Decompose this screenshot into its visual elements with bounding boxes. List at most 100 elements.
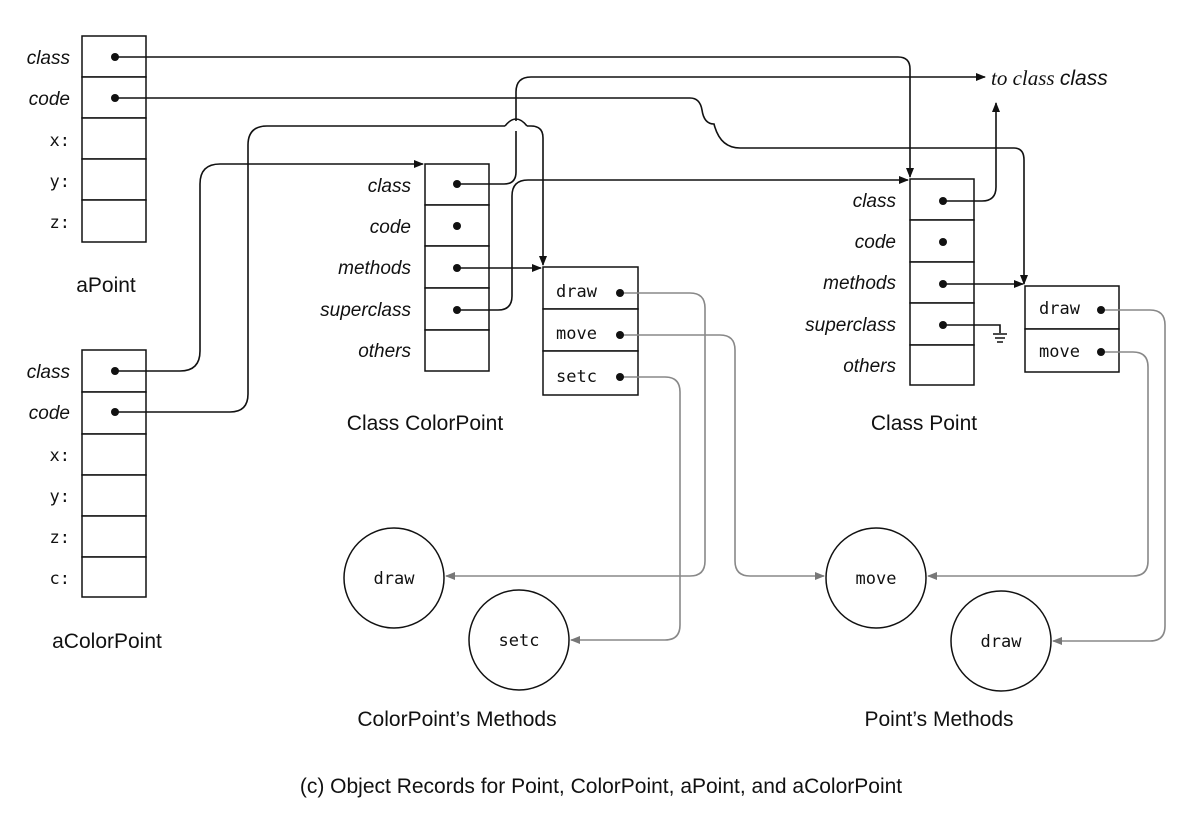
point-methods-dot [939, 280, 947, 288]
colorpoint-superclass-dot [453, 306, 461, 314]
colorpoint-setc-method-node [468, 589, 570, 691]
pointer-dots [111, 53, 1105, 416]
colorpoint-code-label: code [370, 217, 411, 238]
acolorpoint-record: class code x: y: z: c: aColorPoint [27, 349, 162, 653]
colorpoint-draw-dot [616, 289, 624, 297]
apoint-code-label: code [29, 89, 70, 110]
nil-ground-icon [993, 333, 1007, 343]
apoint-code-pointer [115, 97, 1028, 285]
acolorpoint-code-label: code [29, 403, 70, 424]
class-point-record: class code methods superclass others Cla… [805, 178, 977, 435]
apoint-code-dot [111, 94, 119, 102]
crossing-hops [504, 118, 528, 131]
point-method-table: draw move [1024, 285, 1120, 373]
apoint-z-cell [81, 199, 147, 243]
class-colorpoint-record: class code methods superclass others Cla… [320, 163, 504, 435]
colorpoint-superclass-cell [424, 287, 490, 331]
colorpoint-others-cell [424, 329, 490, 372]
colorpoint-draw-method-label: draw [374, 569, 416, 589]
colorpoint-move-dot [616, 331, 624, 339]
point-draw-label: draw [1039, 299, 1081, 319]
colorpoint-setc-dot [616, 373, 624, 381]
colorpoint-setc-method-label: setc [499, 631, 540, 651]
class-colorpoint-title: Class ColorPoint [347, 412, 504, 435]
to-class-class-suffix: class [1060, 67, 1108, 90]
colorpoint-methods-label: methods [338, 258, 411, 279]
apoint-z-label: z: [50, 213, 70, 233]
point-superclass-label: superclass [805, 315, 896, 336]
point-code-dot [939, 238, 947, 246]
point-superclass-nil-wire [943, 324, 1001, 333]
acolorpoint-c-label: c: [50, 569, 70, 589]
point-code-label: code [855, 232, 896, 253]
colorpoint-code-dot [453, 222, 461, 230]
apoint-x-cell [81, 117, 147, 160]
colorpoint-move-label: move [556, 324, 597, 344]
colorpoint-class-label: class [368, 176, 412, 197]
colorpoint-draw-method-node [343, 527, 445, 629]
point-draw-method-label: draw [981, 632, 1023, 652]
colorpoint-superclass-label: superclass [320, 300, 411, 321]
point-move-method-node [825, 527, 927, 629]
pointer-wires [115, 56, 1028, 413]
point-methods-label: methods [823, 273, 896, 294]
hop-mask-a [505, 121, 527, 131]
point-draw-method-node [950, 590, 1052, 692]
colorpoint-others-label: others [358, 341, 411, 362]
colorpoint-method-table: draw move setc [542, 266, 639, 396]
acolorpoint-z-label: z: [50, 528, 70, 548]
point-superclass-dot [939, 321, 947, 329]
colorpoint-draw-label: draw [556, 282, 598, 302]
acolorpoint-code-pointer [115, 125, 547, 413]
to-class-class-label: to class class [991, 66, 1108, 90]
colorpoint-class-pointer [457, 73, 986, 185]
point-move-label: move [1039, 342, 1080, 362]
point-methods-title: Point’s Methods [864, 708, 1013, 731]
point-others-label: others [843, 356, 896, 377]
apoint-class-pointer [115, 56, 914, 178]
point-methods-group: move draw Point’s Methods [825, 527, 1052, 731]
colorpoint-methods-group: draw setc ColorPoint’s Methods [343, 527, 570, 731]
figure-caption: (c) Object Records for Point, ColorPoint… [300, 775, 902, 798]
point-move-dot [1097, 348, 1105, 356]
point-class-pointer [943, 102, 1000, 202]
acolorpoint-class-pointer [115, 160, 424, 372]
point-others-cell [909, 344, 975, 386]
acolorpoint-z-cell [81, 515, 147, 558]
apoint-title: aPoint [76, 274, 136, 297]
apoint-x-label: x: [50, 131, 70, 151]
colorpoint-setc-label: setc [556, 367, 597, 387]
acolorpoint-c-cell [81, 556, 147, 598]
apoint-record: class code x: y: z: aPoint [27, 35, 147, 297]
colorpoint-class-dot [453, 180, 461, 188]
colorpoint-superclass-pointer [457, 176, 909, 311]
point-class-label: class [853, 191, 897, 212]
hop-a [504, 118, 528, 127]
class-point-title: Class Point [871, 412, 977, 435]
apoint-y-label: y: [50, 172, 70, 192]
acolorpoint-code-dot [111, 408, 119, 416]
colorpoint-move-wire [620, 334, 825, 580]
colorpoint-move-entry [542, 308, 639, 352]
apoint-class-dot [111, 53, 119, 61]
apoint-class-label: class [27, 48, 71, 69]
point-class-dot [939, 197, 947, 205]
colorpoint-methods-dot [453, 264, 461, 272]
acolorpoint-class-dot [111, 367, 119, 375]
colorpoint-draw-wire [445, 292, 706, 580]
acolorpoint-x-label: x: [50, 446, 70, 466]
apoint-y-cell [81, 158, 147, 201]
acolorpoint-title: aColorPoint [52, 630, 162, 653]
acolorpoint-x-cell [81, 433, 147, 476]
acolorpoint-y-label: y: [50, 487, 70, 507]
acolorpoint-y-cell [81, 474, 147, 517]
colorpoint-setc-wire [570, 376, 681, 644]
colorpoint-methods-title: ColorPoint’s Methods [357, 708, 556, 731]
point-draw-wire [1052, 309, 1166, 645]
colorpoint-setc-entry [542, 350, 639, 396]
to-class-class-prefix: to class [991, 66, 1060, 90]
point-move-wire [927, 351, 1149, 580]
point-draw-dot [1097, 306, 1105, 314]
point-move-method-label: move [856, 569, 897, 589]
